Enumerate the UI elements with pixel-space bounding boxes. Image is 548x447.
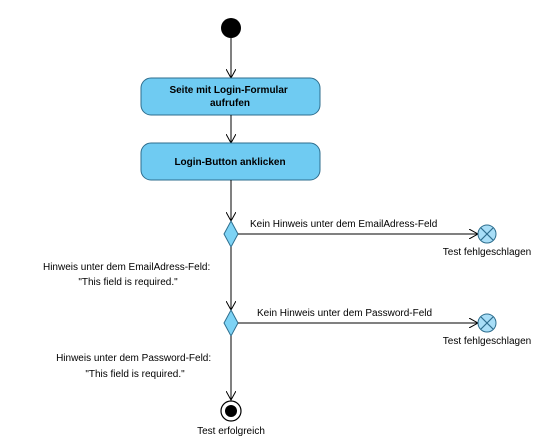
action-open-login-page-line2: aufrufen [210, 98, 250, 109]
email-fail-branch-label: Kein Hinweis unter dem EmailAdress-Feld [250, 219, 437, 230]
action-open-login-page-line1: Seite mit Login-Formular [169, 85, 287, 96]
action-click-login-button[interactable]: Login-Button anklicken [140, 142, 321, 181]
password-fail-branch-label: Kein Hinweis unter dem Password-Feld [257, 308, 432, 319]
initial-node[interactable] [221, 18, 241, 38]
password-fail-final-label: Test fehlgeschlagen [443, 336, 531, 347]
email-fail-final-label: Test fehlgeschlagen [443, 247, 531, 258]
svg-text:Seite mit Login-Formular: Seite mit Login-Formular aufrufen [169, 85, 290, 109]
flow-final-email-fail[interactable] [477, 224, 497, 244]
action-open-login-page[interactable]: Seite mit Login-Formular aufrufen [140, 77, 321, 116]
flow-final-password-fail[interactable] [477, 313, 497, 333]
password-pass-branch-label-line2: "This field is required." [85, 369, 185, 380]
activity-final-node[interactable] [220, 400, 242, 422]
activity-final-label: Test erfolgreich [197, 426, 265, 437]
email-pass-branch-label-line1: Hinweis unter dem EmailAdress-Feld: [43, 262, 210, 273]
email-pass-branch-label-line2: "This field is required." [78, 277, 178, 288]
password-pass-branch-label-line1: Hinweis unter dem Password-Feld: [56, 353, 211, 364]
action-open-login-page-box [140, 77, 321, 116]
decision-email-check[interactable] [223, 219, 239, 249]
svg-text:Hinweis unter dem Password-Fel: Hinweis unter dem Password-Feld: "This f… [56, 353, 214, 380]
svg-text:Hinweis unter dem EmailAdress-: Hinweis unter dem EmailAdress-Feld: "Thi… [43, 262, 213, 288]
action-click-login-button-label: Login-Button anklicken [174, 157, 285, 168]
decision-password-check[interactable] [223, 308, 239, 338]
